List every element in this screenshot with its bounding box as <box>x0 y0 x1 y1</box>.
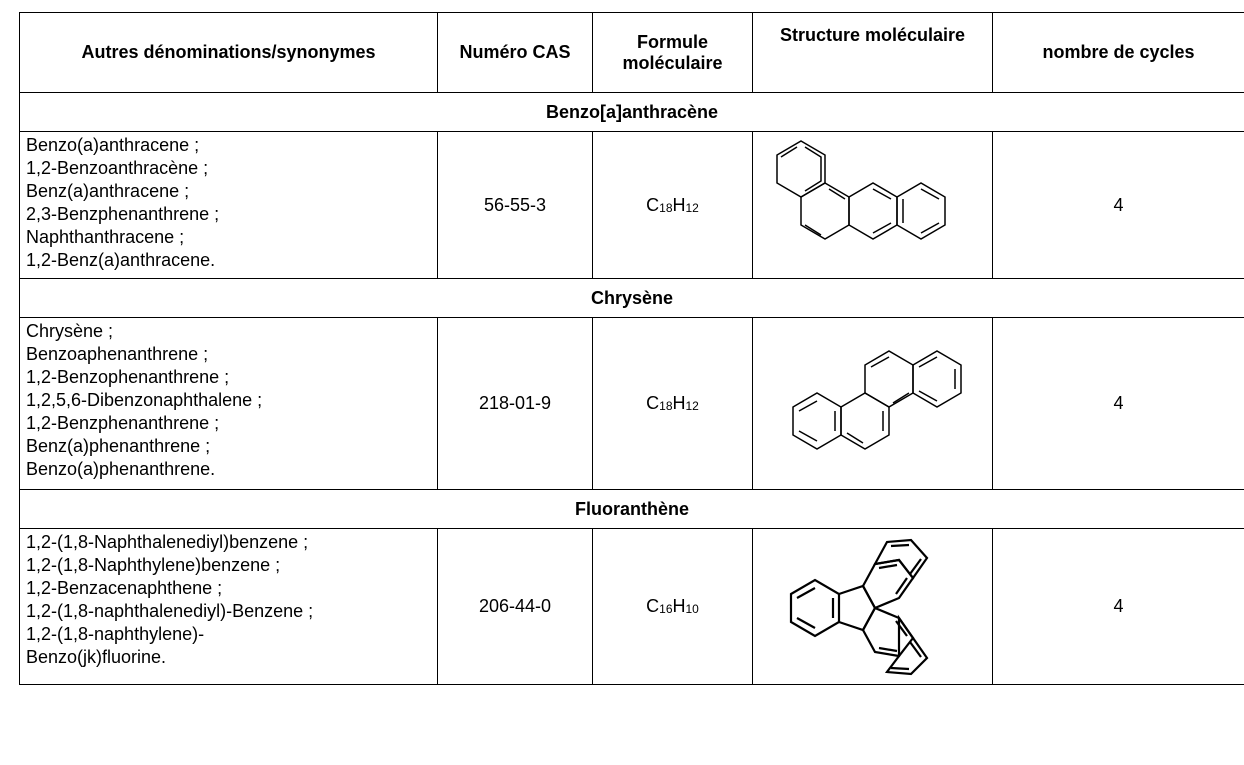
header-formula: Formule moléculaire <box>592 12 753 93</box>
synonym: Benzo(a)anthracene ; <box>26 135 200 155</box>
structure-cell <box>752 317 993 490</box>
cycle-count: 4 <box>992 528 1244 685</box>
synonym: 2,3-Benzphenanthrene ; <box>26 204 220 224</box>
synonym: Benzoaphenanthrene ; <box>26 344 209 364</box>
header-row: Autres dénominations/synonymes Numéro CA… <box>19 12 1244 93</box>
compound-title-row: Fluoranthène <box>19 489 1244 529</box>
synonym: 1,2,5,6-Dibenzonaphthalene ; <box>26 390 263 410</box>
compound-name: Chrysène <box>19 278 1244 318</box>
cas-number: 206-44-0 <box>437 528 593 685</box>
cas-number: 218-01-9 <box>437 317 593 490</box>
synonym: Benzo(a)phenanthrene. <box>26 459 216 479</box>
pah-table: Autres dénominations/synonymes Numéro CA… <box>19 12 1244 685</box>
synonym: 1,2-(1,8-Naphthalenediyl)benzene ; <box>26 532 309 552</box>
synonym: Naphthanthracene ; <box>26 227 185 247</box>
synonyms-cell: Chrysène ; Benzoaphenanthrene ; 1,2-Benz… <box>19 317 438 490</box>
compound-name: Fluoranthène <box>19 489 1244 529</box>
structure-cell <box>752 131 993 279</box>
synonym: Benz(a)phenanthrene ; <box>26 436 211 456</box>
synonym: 1,2-(1,8-naphthalenediyl)-Benzene ; <box>26 601 314 621</box>
fluoranthene-structure-icon <box>789 538 929 675</box>
compound-name: Benzo[a]anthracène <box>19 92 1244 132</box>
header-structure: Structure moléculaire <box>752 12 993 93</box>
header-synonyms: Autres dénominations/synonymes <box>19 12 438 93</box>
synonym: Benzo(jk)fluorine. <box>26 647 167 667</box>
cycle-count: 4 <box>992 131 1244 279</box>
compound-row: 1,2-(1,8-Naphthalenediyl)benzene ; 1,2-(… <box>19 528 1244 685</box>
synonym: 1,2-(1,8-naphthylene)- <box>26 624 205 644</box>
compound-row: Benzo(a)anthracene ; 1,2-Benzoanthracène… <box>19 131 1244 279</box>
synonym: 1,2-Benzoanthracène ; <box>26 158 209 178</box>
synonym: 1,2-Benz(a)anthracene. <box>26 250 216 270</box>
compound-row: Chrysène ; Benzoaphenanthrene ; 1,2-Benz… <box>19 317 1244 490</box>
header-cycles: nombre de cycles <box>992 12 1244 93</box>
synonym: 1,2-Benzophenanthrene ; <box>26 367 230 387</box>
chrysene-structure-icon <box>792 349 962 450</box>
compound-title-row: Benzo[a]anthracène <box>19 92 1244 132</box>
synonym: Chrysène ; <box>26 321 114 341</box>
synonym: 1,2-Benzacenaphthene ; <box>26 578 223 598</box>
synonym: 1,2-(1,8-Naphthylene)benzene ; <box>26 555 281 575</box>
synonym: 1,2-Benzphenanthrene ; <box>26 413 220 433</box>
molecular-formula: C18H12 <box>592 131 753 279</box>
cas-number: 56-55-3 <box>437 131 593 279</box>
synonyms-cell: Benzo(a)anthracene ; 1,2-Benzoanthracène… <box>19 131 438 279</box>
synonym: Benz(a)anthracene ; <box>26 181 190 201</box>
compound-title-row: Chrysène <box>19 278 1244 318</box>
header-cas: Numéro CAS <box>437 12 593 93</box>
molecular-formula: C16H10 <box>592 528 753 685</box>
synonyms-cell: 1,2-(1,8-Naphthalenediyl)benzene ; 1,2-(… <box>19 528 438 685</box>
cycle-count: 4 <box>992 317 1244 490</box>
benz-a-anthracene-structure-icon <box>776 139 946 240</box>
molecular-formula: C18H12 <box>592 317 753 490</box>
structure-cell <box>752 528 993 685</box>
